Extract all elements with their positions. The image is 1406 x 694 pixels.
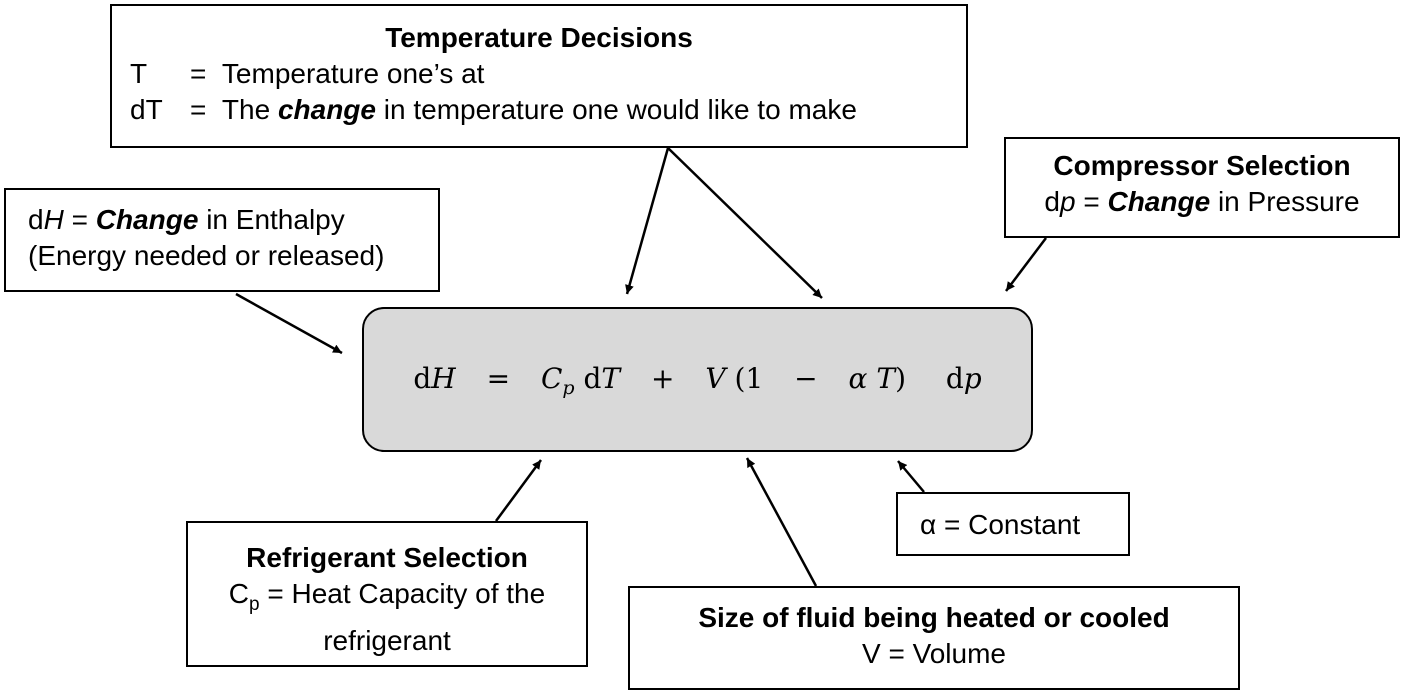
eq-open-paren: (1 (734, 362, 764, 395)
refrigerant-line-2: refrigerant (323, 625, 451, 656)
refrigerant-line-1: Cp = Heat Capacity of the (188, 576, 586, 623)
eq-T: T (876, 362, 896, 395)
dT-pre: The (221, 94, 271, 125)
eq-dp-p: p (963, 362, 982, 395)
temperature-definition: Temperature one’s at (221, 58, 485, 89)
temperature-line-dT: dT = The change in temperature one would … (130, 92, 966, 128)
separator: = (190, 58, 207, 89)
temperature-line-T: T = Temperature one’s at (130, 56, 966, 92)
arrow-compressor-to-dp (1005, 237, 1047, 292)
enthalpy-symbol-H: H (43, 204, 64, 235)
eq-cp: C (540, 362, 563, 395)
alpha-definition: α = Constant (920, 509, 1081, 540)
arrow-enthalpy-to-dH (235, 292, 343, 355)
enthalpy-definition: in Enthalpy (206, 204, 345, 235)
compressor-selection-title: Compressor Selection (1053, 150, 1351, 181)
pressure-symbol-d: d (1044, 186, 1060, 217)
volume-definition: V = Volume (862, 638, 1006, 669)
eq-alpha: α (848, 362, 868, 395)
cp-symbol: C (228, 578, 250, 609)
dT-definition: in temperature one would like to make (383, 94, 857, 125)
refrigerant-selection-title: Refrigerant Selection (246, 542, 528, 573)
eq-close-paren: ) (895, 362, 906, 395)
compressor-selection-box: Compressor Selection dp = Change in Pres… (1004, 137, 1400, 238)
symbol-dT: dT (130, 94, 163, 125)
arrow-temp-to-T (667, 147, 823, 299)
eq-minus: − (794, 362, 818, 395)
separator: = (190, 94, 207, 125)
alpha-box: α = Constant (896, 492, 1130, 556)
eq-dT-d: d (583, 362, 602, 395)
arrow-temp-to-dT (625, 147, 670, 295)
eq-equals: = (486, 362, 511, 395)
temperature-decisions-box: Temperature Decisions T = Temperature one… (110, 4, 968, 148)
arrow-alpha-to-alphaT (897, 460, 925, 493)
cp-definition: = Heat Capacity of the (267, 578, 546, 609)
eq-lhs-H: H (431, 362, 456, 395)
enthalpy-symbol-d: d (28, 204, 44, 235)
pressure-emphasis: Change (1107, 186, 1211, 217)
enthalpy-box: dH = Change in Enthalpy (Energy needed o… (4, 188, 440, 292)
enthalpy-equation: dH = Cp dT + V (1 − α T) dp (364, 363, 1031, 404)
refrigerant-selection-box: Refrigerant Selection Cp = Heat Capacity… (186, 521, 588, 667)
separator: = (71, 204, 88, 235)
pressure-symbol-p: p (1059, 186, 1076, 217)
cp-symbol-sub: p (249, 594, 260, 615)
arrow-refrigerant-to-cp (494, 459, 543, 522)
enthalpy-line-2: (Energy needed or released) (28, 240, 385, 271)
symbol-T: T (130, 58, 148, 89)
eq-dp-d: d (945, 362, 964, 395)
fluid-size-box: Size of fluid being heated or cooled V =… (628, 586, 1240, 690)
eq-lhs-d: d (413, 362, 432, 395)
eq-cp-sub: p (562, 377, 575, 399)
pressure-definition: in Pressure (1217, 186, 1360, 217)
temperature-decisions-title: Temperature Decisions (385, 22, 693, 53)
eq-dT-T: T (601, 362, 621, 395)
enthalpy-emphasis: Change (95, 204, 199, 235)
enthalpy-line-1: dH = Change in Enthalpy (28, 202, 438, 238)
eq-V: V (705, 362, 726, 395)
compressor-line: dp = Change in Pressure (1006, 184, 1398, 220)
equation-box: dH = Cp dT + V (1 − α T) dp (362, 307, 1033, 452)
fluid-size-title: Size of fluid being heated or cooled (698, 602, 1170, 633)
separator: = (1083, 186, 1100, 217)
arrow-volume-to-V (745, 457, 818, 587)
eq-plus: + (651, 362, 675, 395)
dT-emphasis: change (277, 94, 376, 125)
